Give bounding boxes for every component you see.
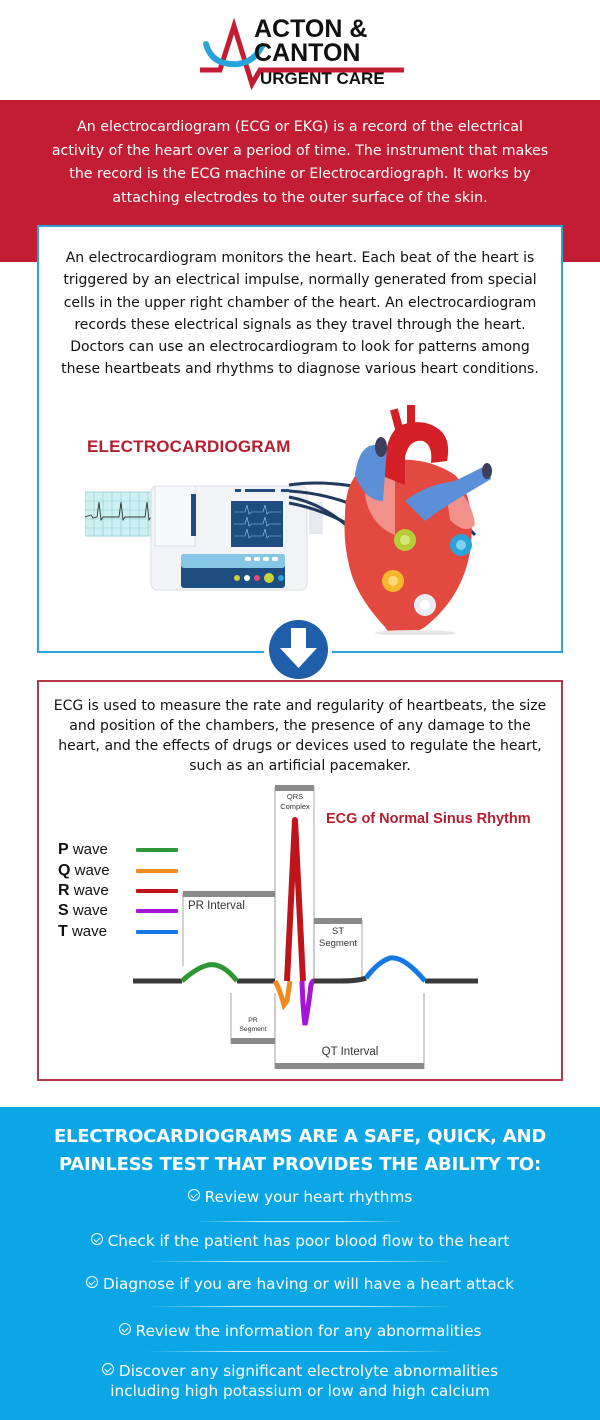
logo-line-2: CANTON <box>254 39 361 67</box>
benefits-heading: ELECTROCARDIOGRAMS ARE A SAFE, QUICK, AN… <box>53 1126 547 1175</box>
intro-band: An electrocardiogram (ECG or EKG) is a r… <box>0 100 600 262</box>
benefit-item: Review your heart rhythms <box>0 1187 600 1207</box>
benefit-item: Diagnose if you are having or will have … <box>0 1274 600 1294</box>
illustration-title: ELECTROCARDIOGRAM <box>87 437 291 456</box>
monitor-text: An electrocardiogram monitors the heart.… <box>61 250 539 378</box>
benefits-section: ELECTROCARDIOGRAMS ARE A SAFE, QUICK, AN… <box>0 1107 600 1420</box>
logo-line-3: URGENT CARE <box>260 69 385 88</box>
check-circle-icon <box>101 1363 114 1375</box>
usage-text: ECG is used to measure the rate and regu… <box>53 698 547 774</box>
benefit-item: Discover any significant electrolyte abn… <box>80 1361 520 1401</box>
arrow-down-button <box>264 619 332 687</box>
header: ACTON & CANTON URGENT CARE <box>0 0 600 100</box>
check-circle-icon <box>90 1233 103 1245</box>
divider <box>145 1306 455 1307</box>
check-circle-icon <box>187 1189 200 1201</box>
logo-line-1: ACTON & <box>254 15 368 43</box>
check-circle-icon <box>118 1323 131 1335</box>
divider <box>145 1351 455 1352</box>
arrow-down-icon <box>280 628 317 668</box>
check-circle-icon <box>85 1276 98 1288</box>
benefit-item: Check if the patient has poor blood flow… <box>0 1231 600 1251</box>
usage-box: ECG is used to measure the rate and regu… <box>37 680 563 1081</box>
logo[interactable]: ACTON & CANTON URGENT CARE <box>198 8 408 94</box>
heart-with-electrodes-icon <box>288 405 492 635</box>
benefit-item: Review the information for any abnormali… <box>0 1321 600 1341</box>
logo-heartbeat-icon <box>200 17 404 91</box>
intro-text: An electrocardiogram (ECG or EKG) is a r… <box>51 119 549 206</box>
monitor-box: An electrocardiogram monitors the heart.… <box>37 225 563 653</box>
ecg-machine-icon <box>85 485 323 591</box>
divider <box>145 1261 455 1262</box>
divider <box>195 1221 405 1222</box>
